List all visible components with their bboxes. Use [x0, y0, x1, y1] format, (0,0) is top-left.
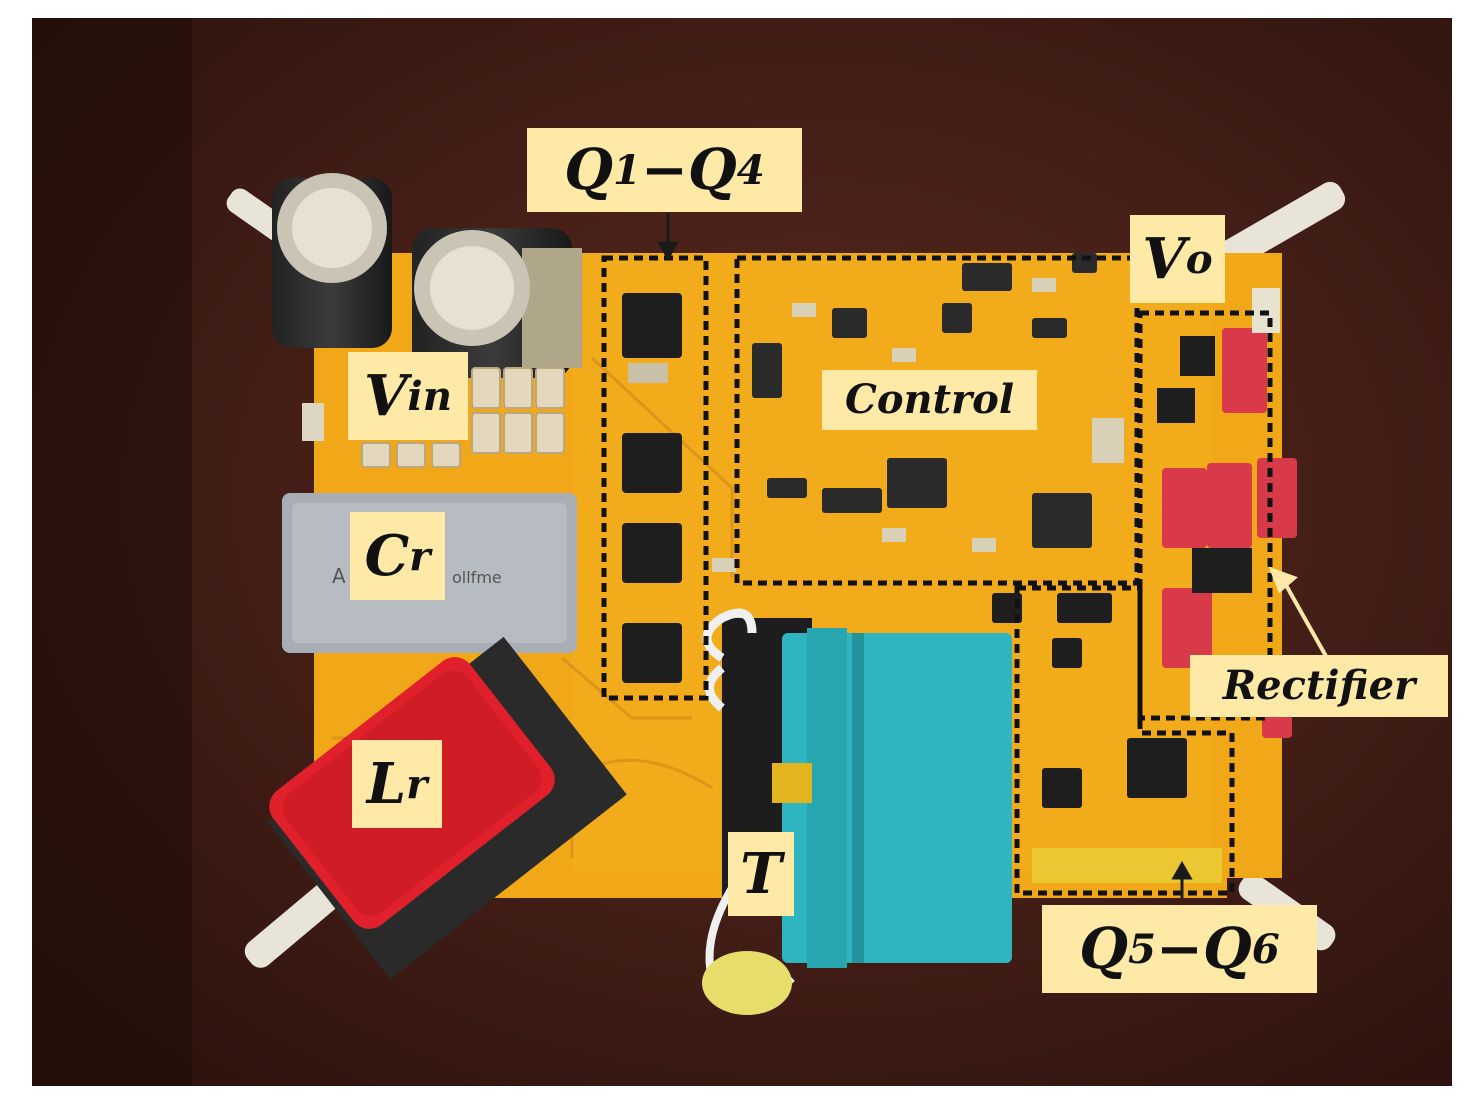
- pcb-photo: A ollfme: [32, 18, 1452, 1086]
- label-t: T: [728, 832, 794, 916]
- region-rectifier: [1137, 310, 1273, 721]
- q1q4-dash: −: [641, 137, 688, 203]
- svg-text:A: A: [332, 564, 346, 588]
- region-q5-q6: [1014, 585, 1235, 896]
- q1-symbol: Q: [564, 137, 613, 203]
- label-rectifier: Rectifier: [1190, 655, 1448, 717]
- vo-symbol: V: [1142, 226, 1186, 292]
- region-q1-q4: [601, 255, 709, 701]
- cr-symbol: C: [364, 523, 410, 589]
- region-control: [734, 255, 1140, 586]
- q5q6-dash: −: [1156, 916, 1203, 982]
- transformer: [702, 608, 1012, 1015]
- control-text: Control: [844, 376, 1015, 423]
- label-control: Control: [822, 370, 1037, 430]
- vin-symbol: V: [363, 363, 408, 429]
- t-symbol: T: [740, 841, 782, 907]
- rectifier-text: Rectifier: [1222, 662, 1416, 709]
- arrows: [657, 213, 1193, 898]
- electrolytic-capacitors: [272, 173, 582, 378]
- svg-text:ollfme: ollfme: [452, 568, 502, 587]
- q6-symbol: Q: [1202, 916, 1252, 982]
- control-components: [752, 253, 1097, 548]
- lr-symbol: L: [366, 751, 407, 817]
- secondary-mosfets: [992, 593, 1187, 808]
- rectifier-arrow: [1268, 566, 1329, 659]
- q4-symbol: Q: [687, 137, 737, 203]
- q5-symbol: Q: [1079, 916, 1128, 982]
- primary-mosfets: [622, 293, 682, 683]
- rectifier-components: [1157, 288, 1297, 738]
